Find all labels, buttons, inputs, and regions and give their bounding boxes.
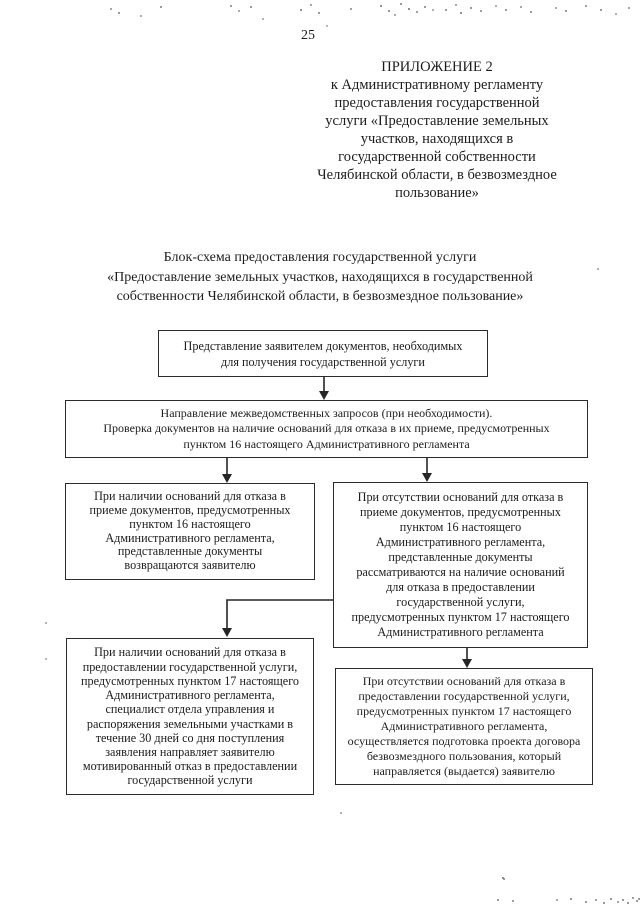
flowchart-title-line: собственности Челябинской области, в без… bbox=[116, 289, 524, 304]
appendix-heading: ПРИЛОЖЕНИЕ 2 к Административному регламе… bbox=[277, 58, 597, 202]
scan-noise-bottom bbox=[0, 0, 2, 2]
flowchart-node-submit-documents: Представление заявителем документов, нео… bbox=[158, 330, 488, 377]
appendix-line: государственной собственности bbox=[338, 149, 536, 165]
appendix-line: предоставления государственной bbox=[334, 95, 540, 111]
appendix-line: услуги «Предоставление земельных bbox=[325, 113, 549, 129]
flowchart-node-no-refusal-grounds-acceptance: При отсутствии оснований для отказа в пр… bbox=[333, 482, 588, 648]
flowchart-node-interagency-requests-check: Направление межведомственных запросов (п… bbox=[65, 400, 588, 458]
flowchart: Представление заявителем документов, нео… bbox=[0, 320, 640, 810]
arrowhead-node4 bbox=[422, 473, 432, 482]
flowchart-title: Блок-схема предоставления государственно… bbox=[20, 248, 620, 307]
flowchart-node-refusal-grounds-present-provision: При наличии оснований для отказа в предо… bbox=[66, 638, 314, 795]
flowchart-node-refusal-grounds-present-acceptance: При наличии оснований для отказа в прием… bbox=[65, 483, 315, 580]
flowchart-connectors bbox=[222, 377, 472, 668]
connector-node4-node5 bbox=[226, 599, 333, 629]
appendix-line: участков, находящихся в bbox=[360, 131, 514, 147]
page-number: 25 bbox=[301, 28, 315, 43]
arrowhead-node2 bbox=[319, 391, 329, 400]
arrowhead-node6 bbox=[462, 659, 472, 668]
appendix-line: пользование» bbox=[395, 185, 479, 201]
flowchart-node-no-refusal-grounds-provision: При отсутствии оснований для отказа в пр… bbox=[335, 668, 593, 785]
appendix-line: ПРИЛОЖЕНИЕ 2 bbox=[381, 59, 493, 75]
appendix-line: Челябинской области, в безвозмездное bbox=[317, 167, 557, 183]
arrowhead-node3 bbox=[222, 474, 232, 483]
arrowhead-node5 bbox=[222, 628, 232, 637]
appendix-line: к Административному регламенту bbox=[330, 77, 544, 93]
flowchart-title-line: Блок-схема предоставления государственно… bbox=[163, 250, 477, 265]
flowchart-title-line: «Предоставление земельных участков, нахо… bbox=[107, 269, 533, 285]
